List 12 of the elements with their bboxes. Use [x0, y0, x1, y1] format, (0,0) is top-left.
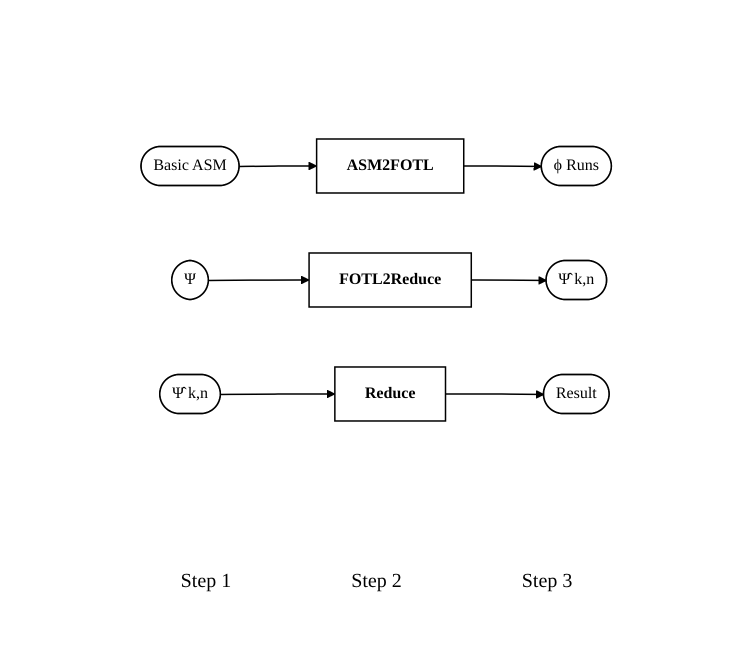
arrow: [209, 276, 310, 284]
arrow: [240, 162, 318, 170]
step-label: Step 1: [180, 570, 232, 593]
step-label: Step 3: [522, 570, 572, 593]
node-box: ASM2FOTL: [316, 138, 465, 194]
arrow: [221, 390, 336, 398]
step-label: Step 2: [351, 570, 402, 593]
node-box: FOTL2Reduce: [308, 252, 472, 308]
arrow: [464, 162, 542, 171]
arrow: [446, 390, 545, 399]
arrow: [472, 276, 548, 285]
node-box: Reduce: [334, 366, 447, 422]
